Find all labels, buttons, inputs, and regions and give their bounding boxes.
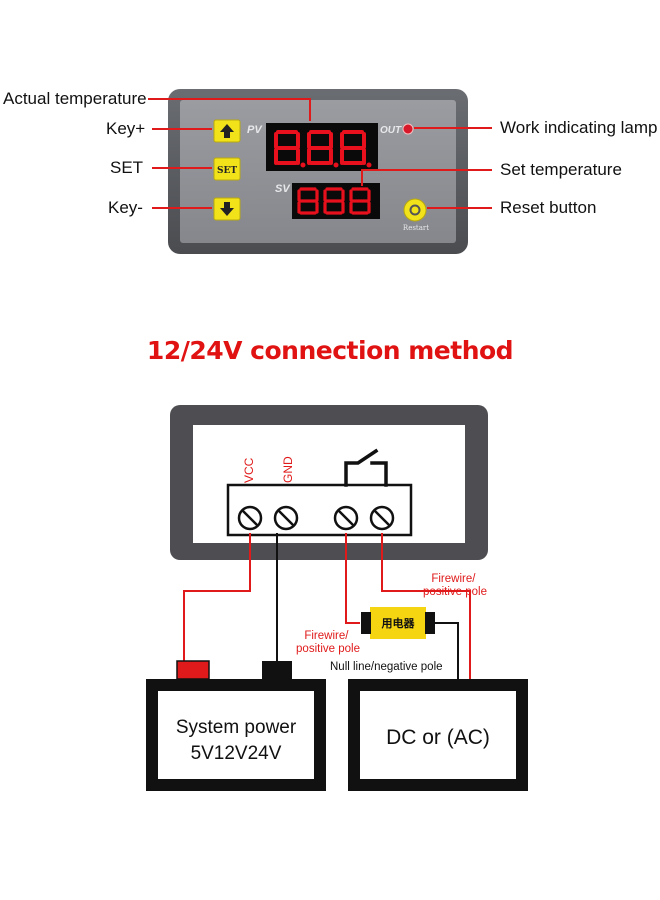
reset-button[interactable] (403, 198, 427, 222)
callout-set: SET (110, 158, 144, 177)
callout-set-temperature: Set temperature (500, 160, 622, 179)
set-key-button[interactable] (213, 157, 241, 181)
appliance-to-load-wire (435, 622, 459, 682)
dc-ac-label: DC or (AC) (386, 726, 490, 749)
panel-face (180, 100, 456, 243)
callout-actual-temperature: Actual temperature (3, 89, 147, 108)
pv-decimal-points (300, 162, 372, 168)
firewire-right-line1: Firewire/ (431, 573, 476, 585)
restart-label: Restart (403, 224, 429, 232)
relay-contact-icon (344, 448, 388, 487)
section-title: 12/24V connection method (146, 336, 514, 365)
reset-icon (409, 204, 421, 216)
callout-key-minus: Key- (108, 198, 143, 217)
terminal-screws (237, 505, 395, 531)
firewire-left-line1: Firewire/ (304, 630, 349, 642)
dc-ac-box (348, 679, 528, 791)
set-key-label: SET (217, 166, 237, 176)
firewire-right-label: Firewire/ positive pole (423, 573, 487, 598)
work-indicating-lamp (402, 123, 414, 135)
sv-label: SV (275, 183, 291, 195)
system-power-voltage: 5V12V24V (191, 743, 282, 764)
gnd-label: GND (281, 456, 295, 483)
callout-lines (148, 98, 492, 209)
firewire-left-line2: positive pole (296, 643, 360, 655)
positive-terminal (176, 660, 210, 680)
vcc-label: VCC (242, 457, 256, 483)
callout-reset-button: Reset button (500, 198, 597, 217)
callout-work-lamp: Work indicating lamp (500, 118, 658, 137)
appliance-right-cap (425, 612, 435, 634)
controller-panel-figure: PV SV OUT SET Restart (148, 89, 492, 254)
firewire-left-label: Firewire/ positive pole (296, 630, 360, 655)
pv-label: PV (247, 124, 263, 136)
callout-key-plus: Key+ (106, 119, 146, 138)
vcc-wire (183, 533, 251, 661)
appliance-left-cap (361, 612, 371, 634)
null-line-label: Null line/negative pole (330, 661, 443, 673)
system-power-box (146, 679, 326, 791)
relay-to-appliance-wire (345, 533, 360, 624)
system-power-label: System power (176, 717, 297, 738)
out-label: OUT (380, 125, 402, 136)
down-arrow-icon (220, 202, 234, 216)
appliance-body (370, 607, 426, 639)
relay-to-load-wire (381, 533, 471, 682)
appliance-label: 用电器 (382, 616, 416, 630)
sv-digits (297, 187, 371, 215)
pv-digits (274, 130, 366, 165)
negative-terminal (262, 661, 292, 679)
up-arrow-icon (220, 124, 234, 138)
firewire-right-line2: positive pole (423, 586, 487, 598)
wiring-diagram: VCC GND 用电器 Firewire/ positive pole Fire… (146, 405, 528, 791)
